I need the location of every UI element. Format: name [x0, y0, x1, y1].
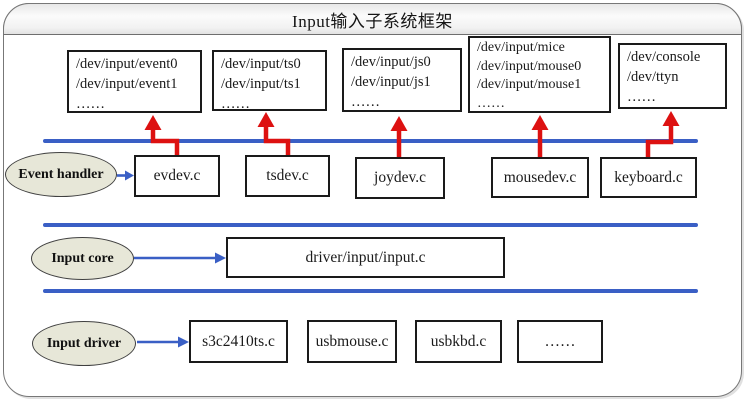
module-box-input-core: driver/input/input.c — [226, 237, 505, 278]
label-text: Event handler — [18, 166, 104, 182]
layer-line-middle — [43, 223, 698, 227]
device-box-mouse: /dev/input/mice /dev/input/mouse0 /dev/i… — [468, 36, 611, 113]
device-path: /dev/input/js0 — [351, 54, 431, 70]
module-box-joydev: joydev.c — [355, 157, 445, 199]
device-box-js: /dev/input/js0 /dev/input/js1 …… — [342, 48, 462, 112]
device-path: /dev/input/event1 — [76, 76, 178, 92]
device-path: /dev/input/js1 — [351, 74, 431, 90]
module-name: mousedev.c — [503, 168, 577, 186]
module-name: driver/input/input.c — [305, 248, 426, 266]
device-box-ts: /dev/input/ts0 /dev/input/ts1 …… — [212, 50, 327, 112]
device-path: /dev/input/ts0 — [221, 56, 301, 72]
device-path: /dev/input/mice — [477, 40, 565, 55]
device-path: /dev/console — [627, 49, 701, 65]
module-name: usbmouse.c — [315, 332, 389, 350]
device-path: /dev/ttyn — [627, 69, 679, 85]
module-name: tsdev.c — [266, 167, 309, 184]
module-box-usbmouse: usbmouse.c — [307, 320, 397, 363]
module-name: evdev.c — [153, 167, 201, 184]
device-path: /dev/input/event0 — [76, 56, 178, 72]
label-event-handler: Event handler — [5, 152, 117, 197]
title-bar: Input输入子系统框架 — [3, 3, 742, 35]
label-input-core: Input core — [31, 237, 134, 280]
module-box-mousedev: mousedev.c — [491, 157, 589, 198]
device-path: /dev/input/mouse1 — [477, 77, 582, 92]
module-box-tsdev: tsdev.c — [245, 155, 330, 197]
module-box-keyboard: keyboard.c — [600, 157, 697, 198]
ellipsis-text: …… — [76, 96, 105, 112]
module-box-s3c2410ts: s3c2410ts.c — [189, 320, 288, 363]
ellipsis-text: …… — [351, 94, 380, 110]
device-path: /dev/input/ts1 — [221, 76, 301, 92]
label-text: Input driver — [46, 335, 122, 351]
ellipsis-text: …… — [544, 332, 576, 350]
module-box-more-drivers: …… — [517, 320, 603, 363]
ellipsis-text: …… — [627, 89, 656, 105]
module-name: usbkbd.c — [430, 332, 487, 350]
label-text: Input core — [51, 250, 114, 266]
module-name: joydev.c — [374, 169, 426, 186]
page-title: Input输入子系统框架 — [292, 11, 453, 31]
module-name: keyboard.c — [614, 168, 683, 186]
device-path: /dev/input/mouse0 — [477, 58, 582, 74]
ellipsis-text: …… — [477, 95, 505, 111]
device-box-console: /dev/console /dev/ttyn …… — [618, 43, 727, 109]
label-input-driver: Input driver — [32, 321, 136, 366]
layer-line-top — [43, 139, 698, 143]
device-box-event: /dev/input/event0 /dev/input/event1 …… — [67, 50, 202, 113]
ellipsis-text: …… — [221, 96, 250, 112]
layer-line-bottom — [43, 289, 698, 293]
module-box-usbkbd: usbkbd.c — [415, 320, 502, 363]
module-box-evdev: evdev.c — [134, 155, 220, 197]
module-name: s3c2410ts.c — [202, 332, 275, 350]
